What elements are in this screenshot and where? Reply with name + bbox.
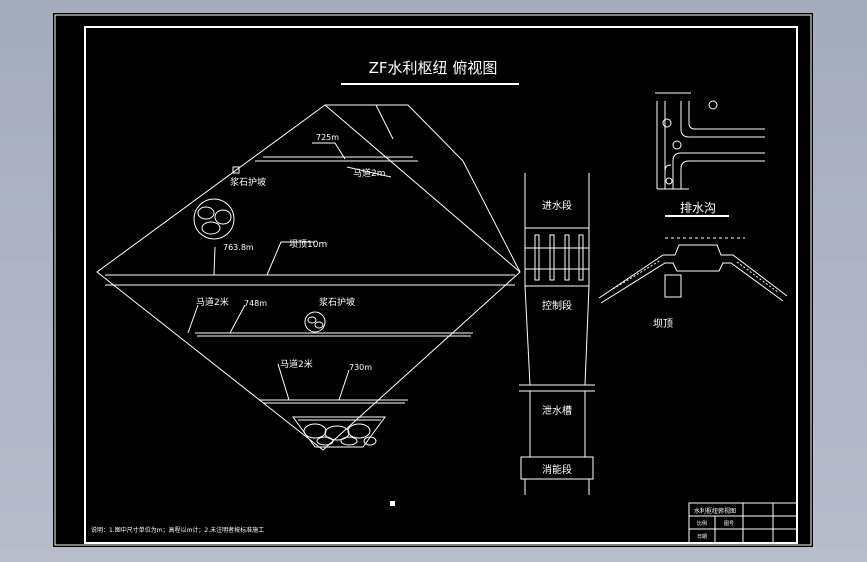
crest-title: 坝顶	[653, 318, 673, 330]
inner-frame	[84, 26, 798, 544]
spillway-control: 控制段	[542, 299, 572, 312]
drawing-notes: 说明：1.图中尺寸单位为m；高程以m计；2.未注明者按标准施工	[91, 526, 264, 534]
label-725: 725m	[316, 133, 339, 142]
title-block	[688, 502, 798, 544]
origin-marker	[390, 501, 395, 506]
label-730: 730m	[349, 363, 372, 372]
label-mad-mid: 马道2米	[196, 296, 229, 308]
titleblock-r1: 比例	[697, 520, 707, 527]
spillway-plan	[519, 173, 595, 495]
label-748: 748m	[244, 299, 267, 308]
drawing-title: ZF水利枢纽 俯视图	[369, 59, 498, 77]
spillway-inlet: 进水段	[542, 199, 572, 212]
label-mad-top: 马道2m	[353, 167, 386, 179]
drawing-sheet[interactable]: ZF水利枢纽 俯视图	[53, 13, 813, 547]
dam-plan	[96, 104, 521, 451]
label-riprap-mid: 浆石护坡	[319, 296, 355, 308]
drawing-canvas: ZF水利枢纽 俯视图	[54, 14, 812, 546]
drain-title: 排水沟	[680, 201, 716, 215]
spillway-dissipation: 消能段	[542, 463, 572, 476]
titleblock-r2: 图号	[724, 521, 734, 527]
label-mad-low: 马道2米	[280, 358, 313, 370]
titleblock-name: 水利枢纽俯视图	[694, 507, 736, 515]
label-763: 763.8m	[223, 243, 254, 252]
outer-frame	[54, 14, 812, 546]
label-crest: 坝顶10m	[289, 239, 327, 250]
label-riprap-top: 浆石护坡	[230, 176, 266, 188]
drain-detail	[655, 92, 765, 190]
spillway-chute: 泄水槽	[542, 404, 572, 417]
crest-section	[598, 237, 788, 304]
titleblock-r3: 日期	[697, 534, 707, 540]
